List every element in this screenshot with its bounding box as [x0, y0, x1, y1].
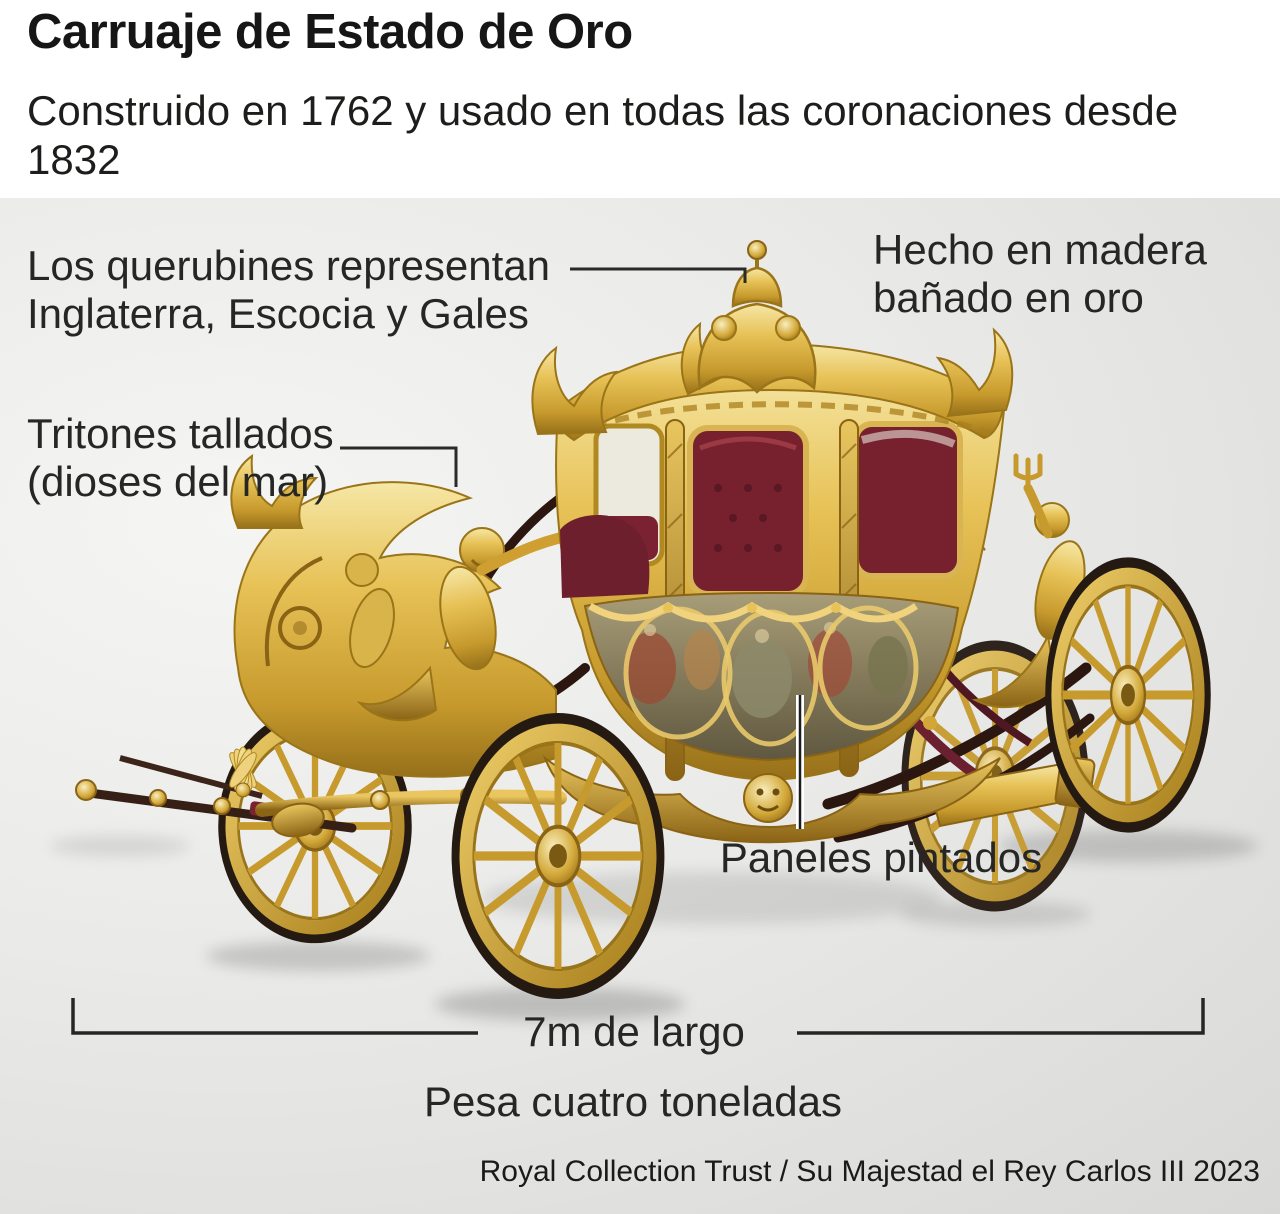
page-title: Carruaje de Estado de Oro: [27, 5, 633, 59]
gold-state-coach-illustration: [50, 240, 1258, 1035]
subtitle-line2: 1832: [27, 136, 121, 183]
annotation-lines: [340, 267, 747, 487]
crown-finial: [680, 240, 817, 396]
front-near-wheel: [456, 719, 660, 993]
length-bracket: [71, 998, 1205, 1035]
painted-panels: [583, 591, 960, 762]
subtitle-line1: Construido en 1762 y usado en todas las …: [27, 87, 1179, 134]
front-scroll-and-tritons: [230, 453, 590, 838]
annotation-cherubs-line1: Los querubines representan: [27, 242, 551, 289]
rear-near-wheel: [1049, 563, 1208, 827]
annotation-material-line1: Hecho en madera: [873, 226, 1207, 273]
header: Carruaje de Estado de Oro Construido en …: [0, 0, 1280, 198]
annotation-tritons: Tritones tallados(dioses del mar): [27, 410, 334, 506]
annotation-material-line2: bañado en oro: [873, 274, 1144, 321]
scallop-shell-ornament: [229, 746, 257, 798]
cabin: [531, 240, 1014, 844]
annotation-tritons-line2: (dioses del mar): [27, 458, 329, 505]
annotation-weight: Pesa cuatro toneladas: [424, 1078, 842, 1125]
annotation-painted-panels: Paneles pintados: [719, 834, 1043, 881]
annotation-cherubs-line2: Inglaterra, Escocia y Gales: [27, 290, 529, 337]
cabin-windows: [593, 421, 963, 597]
credit-line: Royal Collection Trust / Su Majestad el …: [479, 1155, 1260, 1188]
length-bracket-right: [797, 998, 1205, 1035]
annotation-tritons-line1: Tritones tallados: [27, 410, 334, 457]
annotation-length: 7m de largo: [523, 1008, 745, 1055]
trident: [1013, 453, 1043, 493]
front-triton-figure: [356, 526, 589, 722]
cherubs-connector-line: [570, 267, 747, 283]
tritons-connector-line: [340, 446, 458, 487]
length-bracket-left: [71, 998, 478, 1035]
subtitle: Construido en 1762 y usado en todas las …: [27, 86, 1267, 184]
